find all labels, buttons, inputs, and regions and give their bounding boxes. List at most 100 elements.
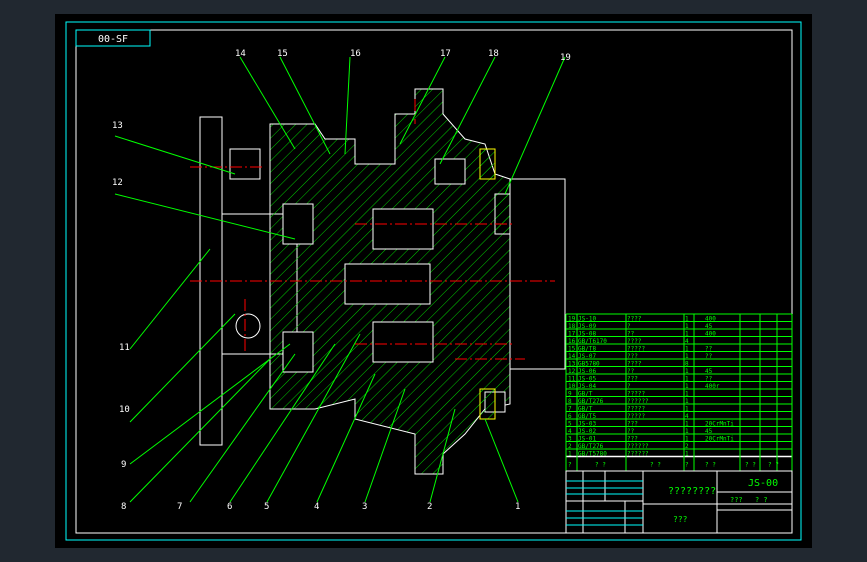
parts-cell-code: GB/T5 bbox=[578, 413, 596, 420]
parts-cell-code: GB/T6170 bbox=[578, 338, 607, 345]
sheet-label: ? ? bbox=[755, 496, 768, 504]
balloon-7: 7 bbox=[177, 502, 182, 512]
balloon-8: 8 bbox=[121, 502, 126, 512]
parts-cell-no: 1 bbox=[568, 450, 572, 457]
parts-cell-no: 7 bbox=[568, 405, 572, 412]
balloon-17: 17 bbox=[440, 49, 451, 59]
parts-cell-no: 10 bbox=[568, 383, 576, 390]
parts-cell-code: JS-06 bbox=[578, 368, 596, 375]
parts-cell-no: 2 bbox=[568, 443, 572, 450]
parts-cell-no: 17 bbox=[568, 330, 576, 337]
parts-cell-qty: 1 bbox=[685, 420, 689, 427]
parts-cell-qty: 1 bbox=[685, 315, 689, 322]
parts-cell-name: ? bbox=[627, 383, 631, 390]
parts-cell-code: JS-03 bbox=[578, 420, 596, 427]
title-text: ???????? bbox=[668, 486, 716, 497]
parts-cell-name: ??? bbox=[627, 435, 638, 442]
balloon-10: 10 bbox=[119, 405, 130, 415]
parts-cell-code: JS-04 bbox=[578, 383, 596, 390]
parts-cell-code: JS-09 bbox=[578, 323, 596, 330]
parts-header-cell: ? ? bbox=[705, 462, 716, 469]
parts-cell-qty: 1 bbox=[685, 323, 689, 330]
balloon-9: 9 bbox=[121, 460, 126, 470]
outer-frame bbox=[65, 21, 802, 541]
label-box bbox=[75, 29, 151, 47]
parts-cell-qty: 4 bbox=[685, 338, 689, 345]
parts-cell-name: ??? bbox=[627, 420, 638, 427]
parts-cell-qty: 1 bbox=[685, 383, 689, 390]
parts-cell-no: 14 bbox=[568, 353, 576, 360]
parts-header-cell: ? bbox=[685, 462, 689, 469]
parts-cell-code: GB/T276 bbox=[578, 398, 604, 405]
parts-cell-qty: 1 bbox=[685, 368, 689, 375]
parts-cell-name: ?? bbox=[627, 368, 635, 375]
parts-cell-name: ????? bbox=[627, 413, 645, 420]
parts-cell-code: GB/T8 bbox=[578, 345, 596, 352]
parts-cell-code: GB5780 bbox=[578, 360, 600, 367]
parts-cell-qty: 2 bbox=[685, 443, 689, 450]
balloon-5: 5 bbox=[264, 502, 269, 512]
parts-cell-name: ?????? bbox=[627, 398, 649, 405]
parts-cell-material: 20CrMnTi bbox=[705, 420, 734, 427]
parts-cell-material: 20CrMnTi bbox=[705, 435, 734, 442]
inner-frame bbox=[75, 29, 793, 534]
parts-header-cell: ? ? bbox=[650, 462, 661, 469]
parts-cell-qty: 1 bbox=[685, 405, 689, 412]
parts-cell-code: JS-05 bbox=[578, 375, 596, 382]
leader-lines bbox=[114, 56, 566, 503]
parts-cell-no: 18 bbox=[568, 323, 576, 330]
parts-cell-name: ?????? bbox=[627, 450, 649, 457]
balloon-4: 4 bbox=[314, 502, 319, 512]
balloon-14: 14 bbox=[235, 49, 246, 59]
parts-cell-no: 11 bbox=[568, 375, 576, 382]
parts-cell-qty: 1 bbox=[685, 398, 689, 405]
parts-cell-no: 16 bbox=[568, 338, 576, 345]
parts-cell-name: ????? bbox=[627, 405, 645, 412]
parts-cell-qty: 1 bbox=[685, 375, 689, 382]
parts-cell-material: 45 bbox=[705, 368, 713, 375]
title-block bbox=[565, 470, 793, 534]
parts-header-cell: ? bbox=[568, 462, 572, 469]
parts-cell-name: ???? bbox=[627, 360, 642, 367]
parts-header-cell: ? ? bbox=[745, 462, 756, 469]
balloon-13: 13 bbox=[112, 121, 123, 131]
balloon-15: 15 bbox=[277, 49, 288, 59]
drawing-number: JS-00 bbox=[748, 478, 778, 489]
balloon-1: 1 bbox=[515, 502, 520, 512]
balloon-3: 3 bbox=[362, 502, 367, 512]
drawing-label: 00-SF bbox=[98, 34, 128, 45]
parts-cell-material: 400 bbox=[705, 315, 716, 322]
parts-cell-qty: 1 bbox=[685, 435, 689, 442]
parts-cell-name: ???? bbox=[627, 315, 642, 322]
parts-cell-qty: 4 bbox=[685, 413, 689, 420]
parts-cell-code: GB/T5780 bbox=[578, 450, 607, 457]
parts-cell-no: 12 bbox=[568, 368, 576, 375]
drawing-sheet: 00-SF bbox=[55, 14, 812, 548]
balloon-2: 2 bbox=[427, 502, 432, 512]
parts-cell-name: ? bbox=[627, 323, 631, 330]
parts-cell-material: ?? bbox=[705, 345, 713, 352]
parts-cell-code: JS-07 bbox=[578, 353, 596, 360]
subtitle: ??? bbox=[673, 515, 688, 524]
parts-cell-name: ??? bbox=[627, 353, 638, 360]
parts-header-cell: ? ? bbox=[768, 462, 779, 469]
parts-cell-qty: 1 bbox=[685, 390, 689, 397]
balloon-labels: 1 2 3 4 5 6 7 8 9 10 11 12 13 14 15 16 1… bbox=[112, 49, 571, 512]
parts-cell-material: 400 bbox=[705, 330, 716, 337]
parts-cell-no: 3 bbox=[568, 435, 572, 442]
parts-cell-material: 45 bbox=[705, 323, 713, 330]
scale-label: ??? bbox=[730, 496, 743, 504]
parts-cell-no: 19 bbox=[568, 315, 576, 322]
parts-cell-name: ??? bbox=[627, 375, 638, 382]
parts-cell-material: ?? bbox=[705, 353, 713, 360]
balloon-16: 16 bbox=[350, 49, 361, 59]
balloon-19: 19 bbox=[560, 53, 571, 63]
parts-header-cell: ? ? bbox=[595, 462, 606, 469]
parts-cell-name: ???? bbox=[627, 338, 642, 345]
parts-cell-qty: 1 bbox=[685, 345, 689, 352]
parts-cell-code: JS-08 bbox=[578, 330, 596, 337]
parts-cell-no: 4 bbox=[568, 428, 572, 435]
parts-cell-qty: 8 bbox=[685, 360, 689, 367]
parts-cell-qty: 1 bbox=[685, 450, 689, 457]
